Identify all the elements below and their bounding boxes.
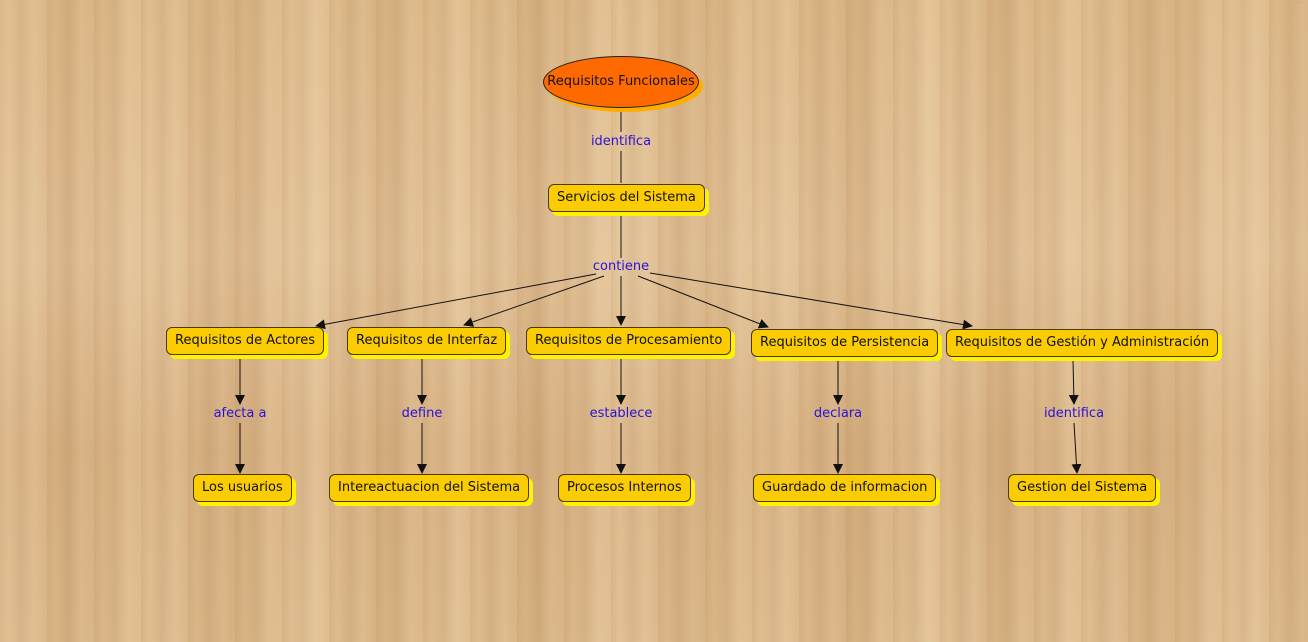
link-identifica-root[interactable]: identifica bbox=[590, 134, 652, 149]
connector-gestion-link bbox=[1068, 359, 1079, 405]
concept-los-usuarios[interactable]: Los usuarios bbox=[193, 474, 292, 502]
connector-gestion-leaf bbox=[1071, 422, 1082, 474]
concept-requisitos-de-actores[interactable]: Requisitos de Actores bbox=[166, 327, 324, 355]
link-identifica-gestion[interactable]: identifica bbox=[1043, 406, 1105, 421]
arrow-contiene-gestion bbox=[649, 272, 973, 330]
link-declara[interactable]: declara bbox=[813, 406, 863, 421]
concept-intereactuacion-del-sistema[interactable]: Intereactuacion del Sistema bbox=[329, 474, 530, 502]
link-define[interactable]: define bbox=[401, 406, 443, 421]
concept-requisitos-funcionales[interactable]: Requisitos Funcionales bbox=[543, 56, 699, 108]
concept-requisitos-de-gestion[interactable]: Requisitos de Gestión y Administración bbox=[946, 329, 1219, 357]
watermark-text: · · · bbox=[1294, 0, 1304, 7]
link-contiene[interactable]: contiene bbox=[592, 259, 650, 274]
concept-servicios-del-sistema[interactable]: Servicios del Sistema bbox=[548, 184, 705, 212]
arrow-contiene-persistencia bbox=[637, 275, 769, 329]
concept-requisitos-de-interfaz[interactable]: Requisitos de Interfaz bbox=[347, 327, 507, 355]
arrow-contiene-actores bbox=[315, 273, 597, 330]
concept-requisitos-de-procesamiento[interactable]: Requisitos de Procesamiento bbox=[526, 327, 732, 355]
concept-gestion-del-sistema[interactable]: Gestion del Sistema bbox=[1008, 474, 1157, 502]
arrow-contiene-interfaz bbox=[463, 275, 605, 327]
link-afecta-a[interactable]: afecta a bbox=[213, 406, 267, 421]
link-establece[interactable]: establece bbox=[589, 406, 653, 421]
concept-procesos-internos[interactable]: Procesos Internos bbox=[558, 474, 691, 502]
concept-requisitos-de-persistencia[interactable]: Requisitos de Persistencia bbox=[751, 329, 939, 357]
concept-guardado-de-informacion[interactable]: Guardado de informacion bbox=[753, 474, 937, 502]
